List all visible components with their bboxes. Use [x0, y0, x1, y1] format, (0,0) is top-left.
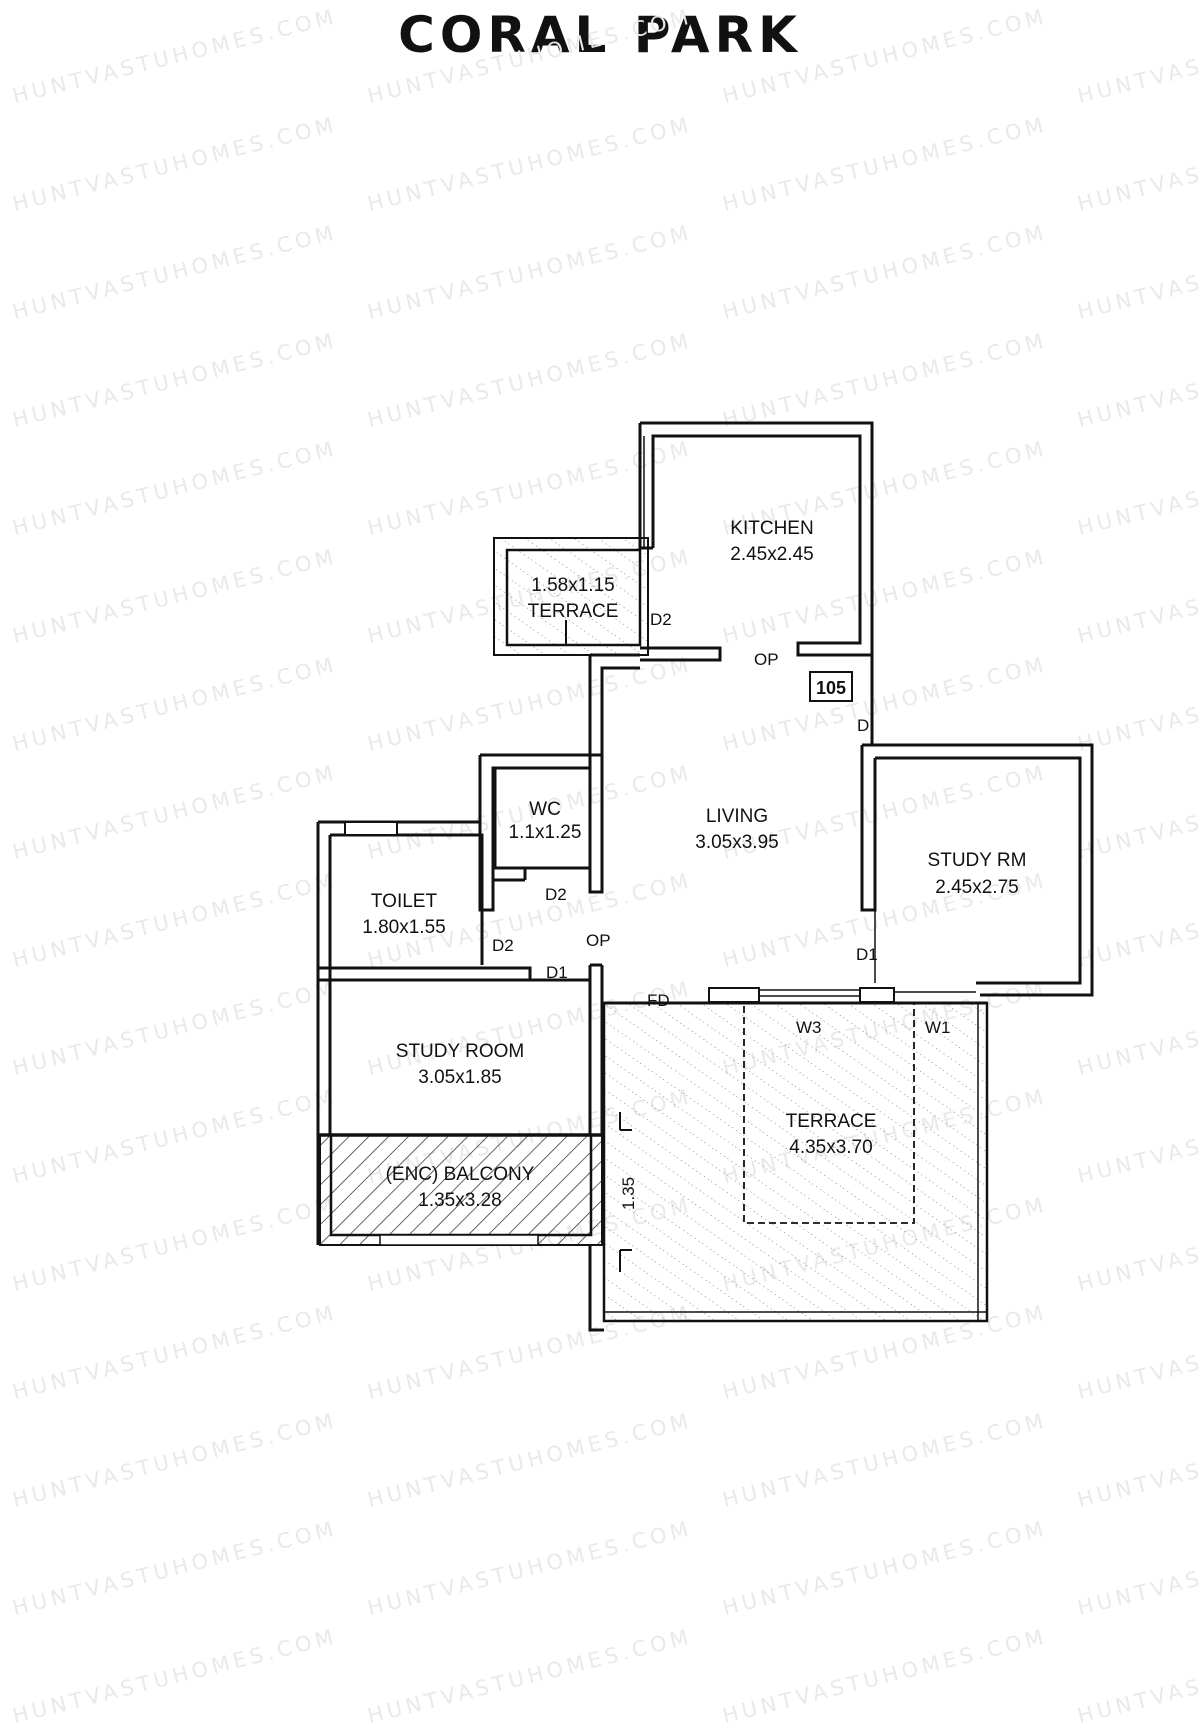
- svg-text:3.05x1.85: 3.05x1.85: [418, 1067, 501, 1088]
- svg-text:WC: WC: [529, 799, 561, 820]
- room-label-terrace: TERRACE 4.35x3.70: [786, 1111, 877, 1158]
- room-label-wc: WC 1.1x1.25: [509, 799, 582, 843]
- opening-tag-kitchen: OP: [754, 650, 779, 669]
- svg-text:3.05x3.95: 3.05x3.95: [695, 832, 778, 853]
- door-tag-study-room: D1: [546, 963, 568, 982]
- opening-tag-passage: OP: [586, 931, 611, 950]
- svg-text:TOILET: TOILET: [371, 891, 438, 912]
- svg-text:2.45x2.45: 2.45x2.45: [730, 544, 813, 565]
- svg-text:2.45x2.75: 2.45x2.75: [935, 877, 1018, 898]
- svg-text:(ENC) BALCONY: (ENC) BALCONY: [386, 1164, 535, 1185]
- svg-text:1.80x1.55: 1.80x1.55: [362, 917, 445, 938]
- window-tag-w1: W1: [925, 1018, 951, 1037]
- svg-text:1.1x1.25: 1.1x1.25: [509, 822, 582, 843]
- room-label-balcony: (ENC) BALCONY 1.35x3.28: [386, 1164, 535, 1211]
- svg-text:KITCHEN: KITCHEN: [730, 518, 813, 539]
- svg-text:1.58x1.15: 1.58x1.15: [531, 575, 614, 596]
- door-tag-study-rm: D1: [856, 945, 878, 964]
- svg-text:STUDY ROOM: STUDY ROOM: [396, 1041, 524, 1062]
- dimension-terrace-side: 1.35: [619, 1177, 638, 1210]
- svg-text:105: 105: [816, 678, 846, 698]
- enclosed-balcony: [319, 1133, 603, 1246]
- svg-text:TERRACE: TERRACE: [786, 1111, 877, 1132]
- room-label-kitchen: KITCHEN 2.45x2.45: [730, 518, 813, 565]
- page-title: CORAL PARK: [398, 6, 802, 64]
- room-label-living: LIVING 3.05x3.95: [695, 806, 778, 853]
- svg-text:LIVING: LIVING: [706, 806, 768, 827]
- svg-text:4.35x3.70: 4.35x3.70: [789, 1137, 872, 1158]
- room-label-study-room: STUDY ROOM 3.05x1.85: [396, 1041, 524, 1088]
- small-terrace: [493, 537, 649, 656]
- walls: [316, 421, 1094, 1332]
- room-label-small-terrace: 1.58x1.15 TERRACE: [528, 575, 619, 622]
- door-tag-wc: D2: [545, 885, 567, 904]
- window-tag-w3: W3: [796, 1018, 822, 1037]
- door-tag-entrance: D: [857, 716, 869, 735]
- room-label-toilet: TOILET 1.80x1.55: [362, 891, 445, 938]
- svg-text:TERRACE: TERRACE: [528, 601, 619, 622]
- door-tag-french-door: FD: [647, 991, 670, 1010]
- unit-number-badge: 105: [809, 671, 853, 702]
- door-tag-kitchen-terrace: D2: [650, 610, 672, 629]
- svg-text:1.35x3.28: 1.35x3.28: [418, 1190, 501, 1211]
- door-tag-toilet: D2: [492, 936, 514, 955]
- room-label-study-rm: STUDY RM 2.45x2.75: [928, 850, 1027, 898]
- svg-text:STUDY RM: STUDY RM: [928, 850, 1027, 871]
- main-terrace: [602, 1001, 989, 1323]
